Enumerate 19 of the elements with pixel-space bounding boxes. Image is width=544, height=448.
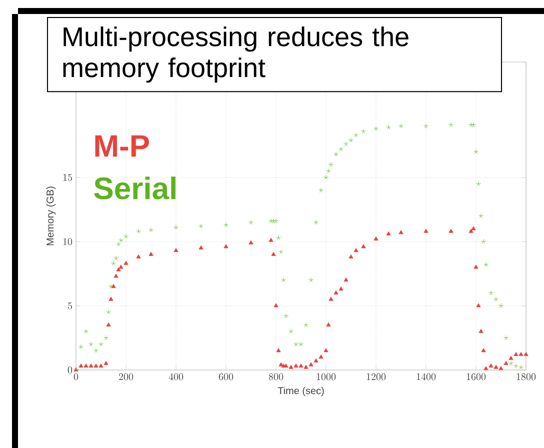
y-tick-label: 15 bbox=[63, 174, 72, 181]
y-tick-label: 10 bbox=[63, 238, 72, 246]
y-tick-label: 5 bbox=[68, 302, 72, 310]
x-axis-title: Time (sec) bbox=[278, 386, 324, 396]
x-tick-label: 1000 bbox=[316, 373, 336, 380]
x-tick-label: 800 bbox=[268, 373, 284, 380]
x-tick-label: 400 bbox=[168, 373, 184, 380]
x-tick-label: 1400 bbox=[416, 373, 436, 380]
legend-label: M-P bbox=[95, 135, 149, 157]
x-tick-label: 200 bbox=[119, 373, 134, 380]
legend-label: Serial bbox=[94, 176, 176, 200]
y-axis-title: Memory (GB) bbox=[46, 186, 56, 246]
title-box: Multi-processing reduces the memory footprint bbox=[47, 17, 502, 92]
y-tick-label: 0 bbox=[68, 366, 72, 374]
x-tick-label: 1600 bbox=[466, 373, 486, 380]
x-tick-label: 600 bbox=[218, 373, 234, 380]
x-tick-label: 1200 bbox=[366, 373, 386, 380]
x-tick-label: 1800 bbox=[516, 373, 536, 380]
x-tick-label: 0 bbox=[74, 373, 78, 380]
